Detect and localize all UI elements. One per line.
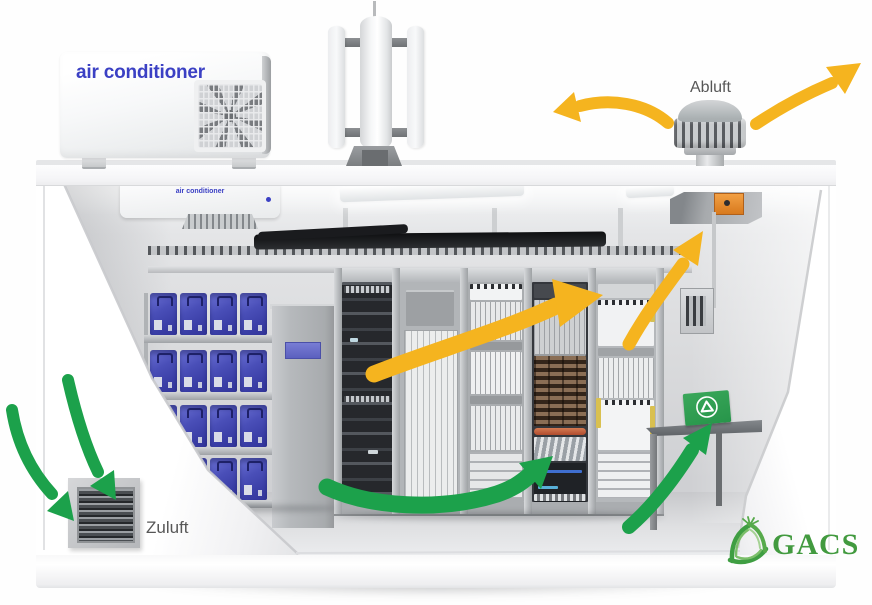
- cable-guide-yellow: [650, 300, 655, 322]
- rack-divider: [598, 348, 654, 356]
- rack-led: [350, 338, 358, 342]
- rack-module: [598, 400, 654, 450]
- rack-module: [534, 300, 586, 356]
- battery: [240, 405, 267, 447]
- ac-foot: [232, 156, 256, 169]
- rack-module: [598, 452, 654, 498]
- battery: [210, 350, 237, 392]
- rack-post: [656, 268, 664, 514]
- rack-module: [470, 406, 522, 450]
- rack-module: [470, 284, 522, 300]
- heatsink-block: [534, 356, 586, 426]
- gacs-logo-icon: [727, 516, 769, 565]
- ac-foot: [82, 156, 106, 169]
- antenna-base-mount: [362, 150, 388, 166]
- air-intake-louver: [68, 478, 140, 548]
- cable-guide-yellow: [596, 398, 601, 428]
- outdoor-ac-side: [262, 56, 271, 154]
- brand-name: GACS: [772, 528, 860, 561]
- ventilator-cap: [678, 100, 742, 122]
- ventilator-collar: [684, 146, 736, 155]
- tray-hanger: [618, 208, 623, 248]
- rack-post: [524, 268, 532, 514]
- rack-divider: [470, 342, 522, 350]
- ac-fan-grille: [194, 80, 266, 152]
- shelter-base: [36, 552, 836, 588]
- battery: [240, 350, 267, 392]
- shelf-leg: [650, 434, 657, 530]
- ventilator-pedestal: [696, 153, 724, 166]
- antenna-panel: [328, 26, 345, 148]
- indoor-ac-grille: [182, 214, 258, 229]
- battery: [210, 293, 237, 335]
- roof-edge: [36, 160, 836, 168]
- antenna-tip: [373, 1, 376, 17]
- outdoor-air-conditioner-label: air conditioner: [76, 62, 205, 83]
- rack-module: [470, 352, 522, 394]
- louver-slats: [77, 487, 135, 543]
- rack-module: [534, 284, 586, 298]
- rack-module: [598, 358, 654, 398]
- cable-loom: [534, 437, 586, 461]
- label-zuluft: Zuluft: [146, 518, 189, 537]
- rack-connector-strip: [344, 396, 390, 402]
- recycle-symbol-icon: [696, 396, 718, 418]
- label-abluft: Abluft: [690, 79, 731, 96]
- arrow-exhaust-out-right: [750, 63, 861, 130]
- patch-panel: [404, 330, 458, 500]
- brand-logo: GACS: [724, 516, 858, 570]
- battery: [180, 293, 207, 335]
- rack-led: [538, 470, 582, 473]
- antenna-panel: [407, 26, 424, 148]
- rack-module: [470, 302, 522, 340]
- battery: [180, 350, 207, 392]
- exhaust-damper: [714, 193, 744, 215]
- battery: [150, 293, 177, 335]
- cable-guide-yellow: [650, 406, 655, 440]
- battery-shelf: [144, 335, 276, 343]
- battery: [240, 458, 267, 500]
- battery: [210, 405, 237, 447]
- rack-post: [392, 268, 400, 514]
- rack-divider: [470, 396, 522, 404]
- cable-loom-orange: [534, 428, 586, 435]
- rack-led: [368, 450, 378, 454]
- rack-post: [588, 268, 596, 514]
- arrow-exhaust-out-left: [553, 92, 674, 129]
- green-recycle-sign: [682, 390, 732, 426]
- junction-box-slots: [686, 296, 706, 326]
- rack-module: [598, 284, 654, 298]
- shelf-leg: [716, 432, 722, 506]
- roof-fascia: [36, 165, 836, 186]
- damper-knob: [724, 200, 730, 206]
- wall-conduit: [712, 212, 716, 308]
- indoor-ac-logo-dot: [266, 197, 271, 202]
- cable-row: [534, 494, 586, 501]
- rack-module: [598, 300, 654, 346]
- rack-module: [470, 452, 522, 498]
- rack-post: [460, 268, 468, 514]
- wall-junction-box: [680, 288, 714, 334]
- battery: [240, 293, 267, 335]
- rack-top-rail: [334, 268, 664, 282]
- power-cabinet: [272, 306, 334, 528]
- rack-post: [334, 268, 342, 514]
- rack-module: [406, 290, 454, 326]
- rack-bay-dark-equipment: [342, 282, 392, 502]
- roof-exhaust-ventilator: [674, 118, 746, 148]
- rack-floor-shadow: [336, 512, 664, 520]
- rack-led: [538, 486, 558, 489]
- indoor-air-conditioner: air conditioner: [120, 184, 280, 229]
- tray-hanger: [492, 208, 497, 248]
- rack-connector-strip: [344, 286, 390, 293]
- power-cabinet-display: [285, 342, 321, 359]
- fan-icon: [198, 84, 262, 148]
- antenna-mast: [360, 16, 392, 150]
- indoor-air-conditioner-label: air conditioner: [175, 188, 225, 195]
- ceiling-cable-tray: [148, 246, 694, 255]
